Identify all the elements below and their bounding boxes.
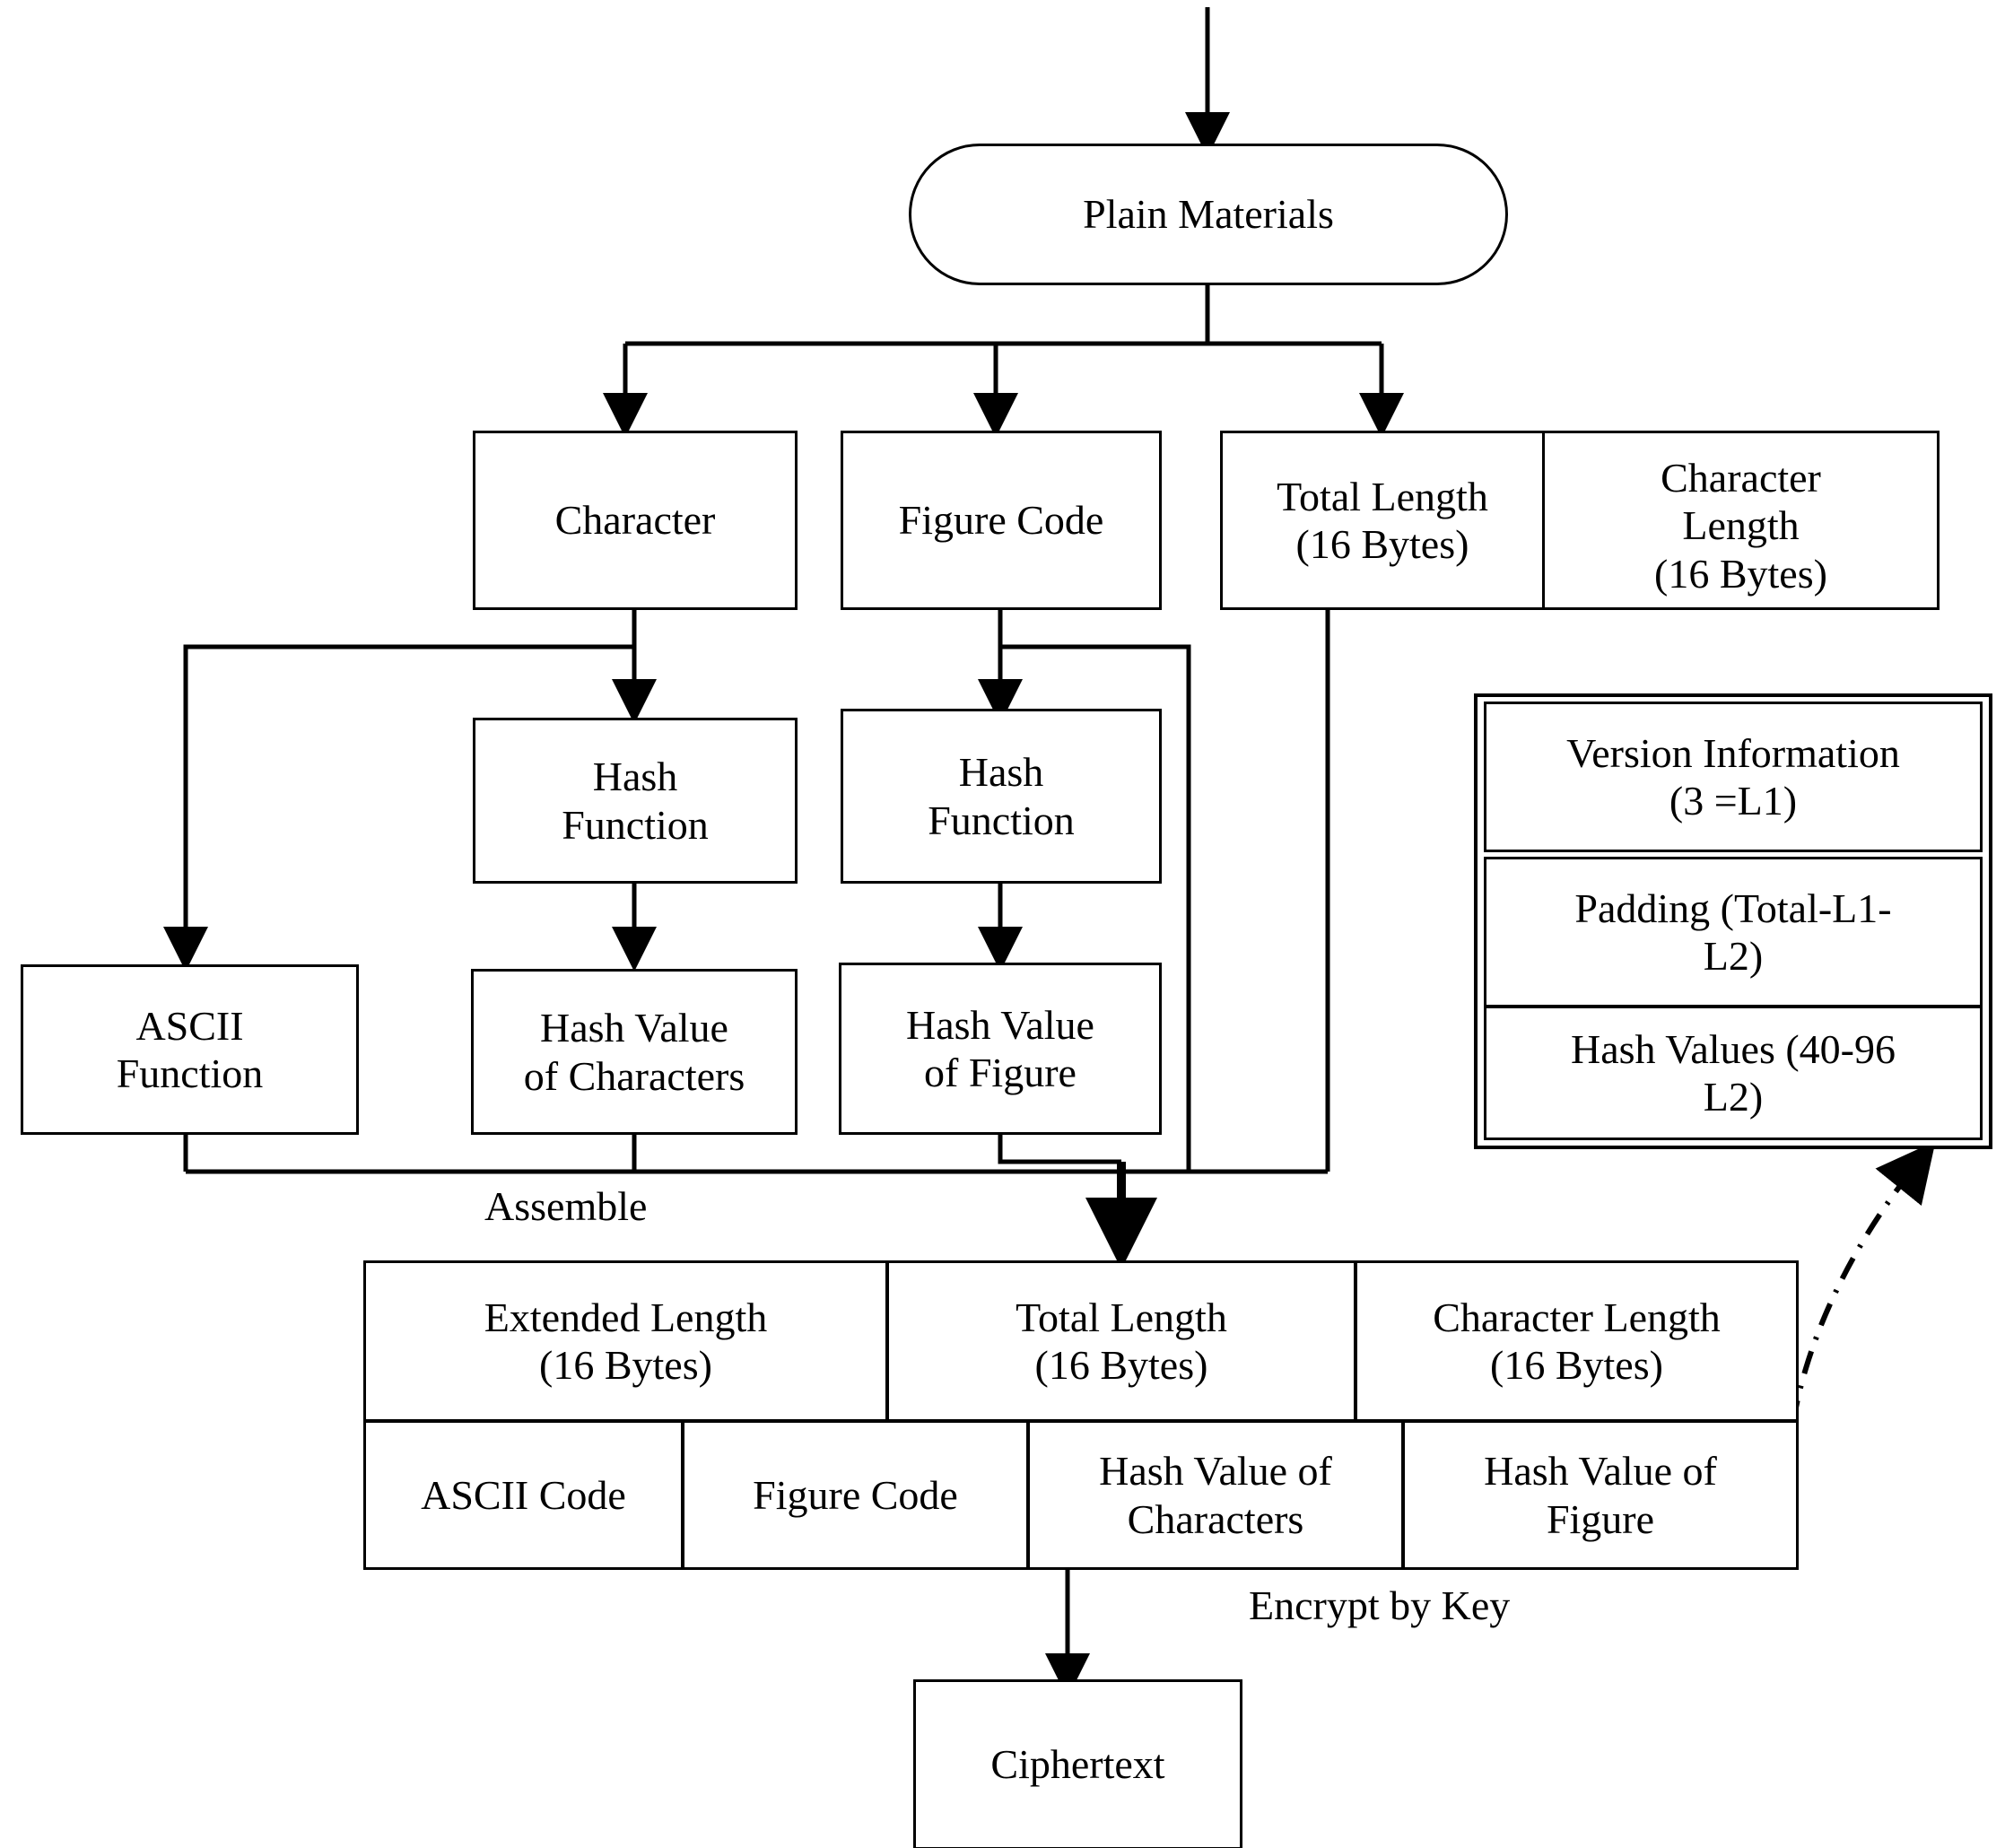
label-encrypt-by-key-text: Encrypt by Key <box>1249 1582 1511 1628</box>
node-total-length[interactable]: Total Length (16 Bytes) <box>1220 431 1545 610</box>
node-ascii-function-label: ASCII Function <box>116 1002 264 1096</box>
wire-figure-code-to-assemble <box>1000 644 1191 1172</box>
label-assemble: Assemble <box>484 1183 648 1230</box>
node-hash-value-characters[interactable]: Hash Value of Characters <box>471 969 798 1135</box>
panel-row-padding[interactable]: Padding (Total-L1- L2) <box>1484 857 1983 1007</box>
node-character-label: Character <box>554 497 716 544</box>
node-hash-function-right[interactable]: Hash Function <box>841 709 1162 884</box>
packet-cell-total-length[interactable]: Total Length (16 Bytes) <box>886 1260 1356 1422</box>
node-hash-value-figure-label: Hash Value of Figure <box>906 1001 1094 1095</box>
packet-cell-character-length[interactable]: Character Length (16 Bytes) <box>1355 1260 1799 1422</box>
panel-row-hash-values[interactable]: Hash Values (40-96 L2) <box>1484 1006 1983 1140</box>
node-ciphertext-label: Ciphertext <box>990 1741 1165 1788</box>
node-hash-function-left[interactable]: Hash Function <box>473 718 798 884</box>
packet-cell-extended-length[interactable]: Extended Length (16 Bytes) <box>363 1260 888 1422</box>
packet-cell-hash-value-characters-label: Hash Value of Characters <box>1099 1448 1332 1542</box>
packet-cell-ascii-code[interactable]: ASCII Code <box>363 1420 684 1570</box>
label-assemble-text: Assemble <box>484 1183 648 1229</box>
panel-row-version-information[interactable]: Version Information (3 =L1) <box>1484 702 1983 852</box>
wire-packet-to-version-panel <box>1786 1140 1936 1526</box>
node-ciphertext[interactable]: Ciphertext <box>913 1679 1242 1848</box>
packet-cell-extended-length-label: Extended Length (16 Bytes) <box>484 1294 768 1388</box>
packet-cell-hash-value-characters[interactable]: Hash Value of Characters <box>1027 1420 1404 1570</box>
node-character-length[interactable]: Character Length (16 Bytes) <box>1542 431 1940 610</box>
wire-hvf-to-assemble <box>998 1135 1121 1164</box>
node-plain-materials-label: Plain Materials <box>1083 191 1334 238</box>
panel-row-hash-values-label: Hash Values (40-96 L2) <box>1571 1025 1896 1120</box>
node-character-length-label: Character Length (16 Bytes) <box>1654 454 1827 597</box>
packet-cell-character-length-label: Character Length (16 Bytes) <box>1433 1294 1721 1388</box>
packet-cell-figure-code[interactable]: Figure Code <box>682 1420 1029 1570</box>
panel-row-padding-label: Padding (Total-L1- L2) <box>1574 885 1892 979</box>
label-encrypt-by-key: Encrypt by Key <box>1249 1582 1511 1629</box>
node-hash-value-characters-label: Hash Value of Characters <box>523 1005 745 1099</box>
wire-character-to-ascii-function <box>163 644 634 972</box>
node-figure-code-label: Figure Code <box>898 497 1104 544</box>
node-hash-function-left-label: Hash Function <box>562 754 709 848</box>
panel-row-version-information-label: Version Information (3 =L1) <box>1566 729 1900 824</box>
packet-cell-total-length-label: Total Length (16 Bytes) <box>1016 1294 1227 1388</box>
node-plain-materials[interactable]: Plain Materials <box>909 144 1508 285</box>
node-hash-function-right-label: Hash Function <box>928 749 1075 843</box>
node-hash-value-figure[interactable]: Hash Value of Figure <box>839 963 1162 1135</box>
node-character[interactable]: Character <box>473 431 798 610</box>
node-total-length-label: Total Length (16 Bytes) <box>1277 473 1488 567</box>
packet-cell-ascii-code-label: ASCII Code <box>421 1471 626 1518</box>
node-ascii-function[interactable]: ASCII Function <box>21 964 359 1135</box>
packet-cell-hash-value-figure[interactable]: Hash Value of Figure <box>1402 1420 1799 1570</box>
node-figure-code[interactable]: Figure Code <box>841 431 1162 610</box>
packet-cell-hash-value-figure-label: Hash Value of Figure <box>1484 1448 1717 1542</box>
packet-cell-figure-code-label: Figure Code <box>753 1471 958 1518</box>
